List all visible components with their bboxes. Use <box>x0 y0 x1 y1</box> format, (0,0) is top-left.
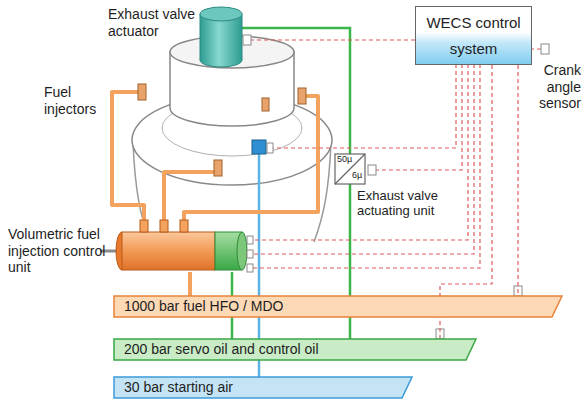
band-outline <box>114 377 412 398</box>
sensor-symbol <box>247 250 253 258</box>
orange-fuel-line <box>112 92 318 296</box>
exhaust-valve-actuator <box>200 14 201 60</box>
injection-control-unit <box>180 220 188 232</box>
exhaust-valve-actuator <box>242 14 243 60</box>
band-outline <box>114 296 562 317</box>
injection-control-unit <box>140 220 148 232</box>
control-signal-line <box>251 39 415 40</box>
band-text: 200 bar servo oil and control oil <box>124 341 319 358</box>
injection-control-unit <box>122 232 215 270</box>
fuel-injector <box>214 160 222 176</box>
starting-air-valve <box>252 140 266 154</box>
part-label: Volumetric fuel injection control unit <box>8 226 114 276</box>
injection-control-unit <box>160 220 168 232</box>
pipe-band: 200 bar servo oil and control oil <box>114 339 476 360</box>
signal-line <box>517 65 518 296</box>
control-signal-line <box>251 40 541 268</box>
actuating-unit-filter <box>335 154 365 184</box>
sensor-symbol <box>247 264 253 272</box>
actuating-unit-filter <box>335 154 365 184</box>
sensor-symbol <box>541 44 549 54</box>
orange-fuel-line <box>164 172 214 222</box>
fuel-injector <box>138 84 306 176</box>
starting-air-valve <box>252 140 266 154</box>
control-signal-line <box>376 64 462 170</box>
exhaust-valve-actuator <box>200 7 242 67</box>
band-text: 1000 bar fuel HFO / MDO <box>124 298 284 315</box>
box-text: WECS control system <box>422 10 525 61</box>
control-signal-line <box>273 64 456 148</box>
sensor-symbol <box>368 165 376 175</box>
sensor-symbol <box>243 35 549 339</box>
fuel-injector <box>262 98 269 111</box>
exhaust-valve-actuator <box>200 7 242 21</box>
control-signal-line <box>253 64 468 240</box>
sensor-symbol <box>267 143 273 153</box>
actuating-unit-filter <box>335 154 365 184</box>
part-label: Fuel injectors <box>44 84 110 117</box>
injection-control-unit <box>237 232 247 270</box>
fuel-injector <box>138 84 146 100</box>
injection-control-unit <box>100 220 247 270</box>
control-signal-line <box>253 64 480 268</box>
band-text: 30 bar starting air <box>124 379 233 396</box>
control-box: WECS control system <box>415 6 532 65</box>
pipe-band: 1000 bar fuel HFO / MDO <box>114 296 562 317</box>
control-signal-line <box>253 64 474 254</box>
part-label: Crank angle sensor <box>533 62 581 112</box>
part-label: Exhaust valve actuator <box>108 6 202 39</box>
part-label: Exhaust valve actuating unit <box>357 188 451 219</box>
orange-fuel-line <box>112 92 144 222</box>
filter-rating: 50µ <box>337 155 359 165</box>
filter-rating: 6µ <box>352 171 365 181</box>
orange-fuel-line <box>184 96 318 222</box>
orange-fuel-line <box>188 272 192 296</box>
pipe-band: 30 bar starting air <box>114 377 412 398</box>
sensor-symbol <box>247 236 253 244</box>
sensor-symbol <box>243 35 251 45</box>
band-outline <box>114 339 476 360</box>
fuel-injector <box>298 88 306 104</box>
